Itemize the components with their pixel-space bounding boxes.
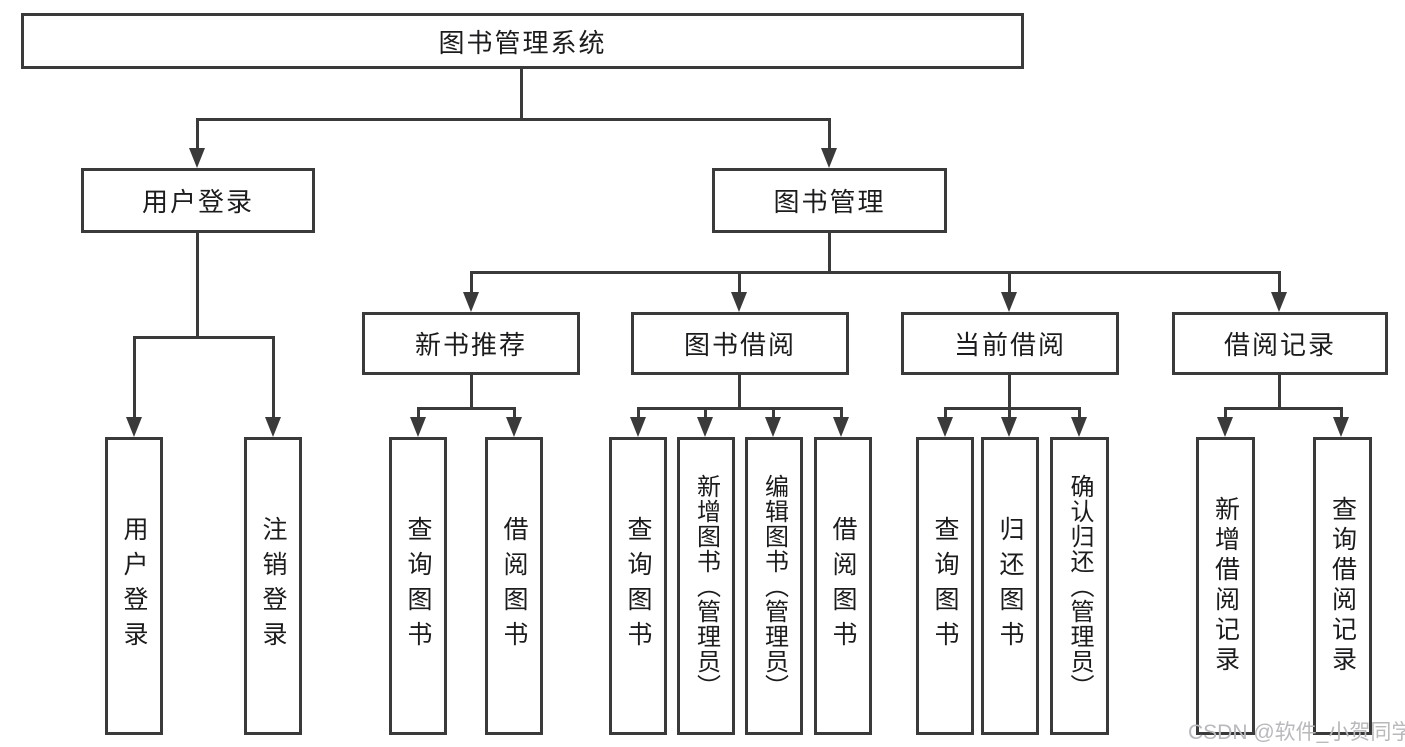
node-label: 图书管理 [773,187,886,217]
edge-line [1078,407,1081,421]
arrow-down-icon [630,417,646,437]
edge-line [196,118,199,152]
node-label: 新书推荐 [414,330,527,360]
arrow-down-icon [937,417,953,437]
csdn-watermark: CSDN @软件_小贺同学 [1188,721,1405,744]
node-label: 归还图书 [996,516,1024,656]
edge-line [470,375,473,410]
edge-line [417,407,516,410]
node-label: 当前借阅 [953,330,1066,360]
edge-line [520,69,523,120]
arrow-down-icon [1071,417,1087,437]
node-cb-confirm-return-admin: 确认归还（管理员） [1050,437,1109,735]
node-label: 编辑图书（管理员） [760,473,788,699]
arrow-down-icon [821,148,837,168]
node-nb-borrow-book: 借阅图书 [485,437,543,735]
arrow-down-icon [697,417,713,437]
node-label: 查询借阅记录 [1328,496,1357,676]
node-label: 查询图书 [624,516,652,656]
edge-line [1224,407,1343,410]
edge-line [828,118,831,152]
node-new-book-recommend: 新书推荐 [362,312,580,375]
node-bb-add-book-admin: 新增图书（管理员） [677,437,735,735]
edge-line [738,375,741,410]
arrow-down-icon [463,292,479,312]
edge-line [1224,407,1227,421]
edge-line [1008,271,1011,295]
arrow-down-icon [1001,292,1017,312]
node-label: 借阅图书 [829,516,857,656]
edge-line [513,407,516,421]
node-label: 借阅记录 [1223,330,1336,360]
node-label: 用户登录 [120,516,148,656]
edge-line [417,407,420,421]
arrow-down-icon [1333,417,1349,437]
node-br-add-record: 新增借阅记录 [1196,437,1255,735]
node-book-manage: 图书管理 [712,168,947,233]
node-bb-edit-book-admin: 编辑图书（管理员） [745,437,803,735]
node-label: 图书管理系统 [438,27,607,58]
node-label: 用户登录 [141,187,254,217]
node-label: 确认归还（管理员） [1066,473,1093,699]
edge-line [772,407,775,421]
node-nb-query-book: 查询图书 [389,437,447,735]
arrow-down-icon [765,417,781,437]
node-bb-query-book: 查询图书 [609,437,667,735]
edge-line [704,407,707,421]
node-system-root: 图书管理系统 [21,13,1024,69]
node-cb-return-book: 归还图书 [981,437,1039,735]
edge-line [1008,375,1011,410]
node-label: 新增图书（管理员） [692,473,720,699]
node-book-borrow: 图书借阅 [631,312,849,375]
node-cb-query-book: 查询图书 [916,437,974,735]
arrow-down-icon [731,292,747,312]
edge-line [637,407,640,421]
edge-line [470,271,473,295]
arrow-down-icon [506,417,522,437]
edge-line [133,336,275,339]
node-user-login-group: 用户登录 [81,168,315,233]
arrow-down-icon [1001,417,1017,437]
arrow-down-icon [126,417,142,437]
edge-line [944,407,947,421]
node-label: 查询图书 [404,516,432,656]
edge-line [637,407,843,410]
edge-line [1278,271,1281,295]
arrow-down-icon [1271,292,1287,312]
node-label: 借阅图书 [500,516,528,656]
node-user-login: 用户登录 [105,437,163,735]
edge-line [944,407,1081,410]
arrow-down-icon [265,417,281,437]
edge-line [1278,375,1281,410]
arrow-down-icon [189,148,205,168]
node-label: 新增借阅记录 [1211,496,1240,676]
arrow-down-icon [410,417,426,437]
edge-line [133,336,136,420]
edge-line [1008,407,1011,421]
arrow-down-icon [1217,417,1233,437]
arrow-down-icon [833,417,849,437]
node-current-borrow: 当前借阅 [901,312,1119,375]
edge-line [738,271,741,295]
node-borrow-record: 借阅记录 [1172,312,1388,375]
node-bb-borrow-book: 借阅图书 [814,437,872,735]
node-label: 查询图书 [931,516,959,656]
edge-line [196,233,199,339]
edge-line [828,233,831,274]
node-logout-login: 注销登录 [244,437,302,735]
node-label: 图书借阅 [683,330,796,360]
edge-line [840,407,843,421]
edge-line [272,336,275,420]
edge-line [1340,407,1343,421]
node-label: 注销登录 [259,516,287,656]
node-br-query-record: 查询借阅记录 [1313,437,1372,735]
edge-line [196,118,830,121]
edge-line [470,271,1281,274]
